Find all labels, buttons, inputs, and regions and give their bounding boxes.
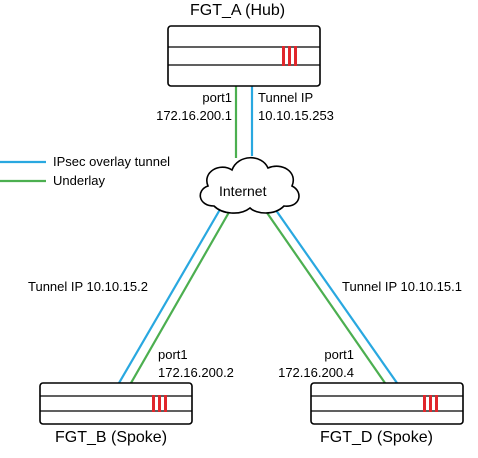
hub-tunnel-label: Tunnel IP xyxy=(258,90,314,105)
fgt-d-title: FGT_D (Spoke) xyxy=(320,429,433,446)
cloud-label: Internet xyxy=(219,183,267,199)
legend-underlay-label: Underlay xyxy=(53,173,106,188)
legend xyxy=(0,160,46,183)
fortinet-logo-icon xyxy=(282,46,297,66)
spoke-d-port-label: port1 xyxy=(324,347,354,362)
fortinet-logo-icon xyxy=(152,395,167,412)
hub-tunnel-ip: 10.10.15.253 xyxy=(258,108,334,123)
spoke-b-ipsec-link xyxy=(118,205,223,384)
fgt-b-device xyxy=(39,382,193,425)
hub-port-label: port1 xyxy=(202,90,232,105)
cloud-shape xyxy=(199,156,300,214)
fgt-a-device xyxy=(167,25,321,87)
spoke-d-ipsec-link xyxy=(272,205,398,384)
fgt-a-title: FGT_A (Hub) xyxy=(190,2,286,19)
spoke-d-tunnel-ip: Tunnel IP 10.10.15.1 xyxy=(342,279,462,294)
hub-port-ip: 172.16.200.1 xyxy=(156,108,232,123)
spoke-b-port-label: port1 xyxy=(158,347,188,362)
spoke-d-port-ip: 172.16.200.4 xyxy=(278,365,354,380)
internet-cloud xyxy=(199,156,300,214)
spoke-b-tunnel-ip: Tunnel IP 10.10.15.2 xyxy=(28,279,148,294)
spoke-d-underlay-link xyxy=(262,206,386,384)
legend-ipsec-label: IPsec overlay tunnel xyxy=(53,154,171,169)
spoke-b-links xyxy=(118,205,233,384)
fortinet-logo-icon xyxy=(423,395,438,412)
hub-links xyxy=(234,86,254,158)
fgt-b-title: FGT_B (Spoke) xyxy=(55,429,168,446)
spoke-d-links xyxy=(262,205,398,384)
spoke-b-underlay-link xyxy=(130,206,233,384)
spoke-b-port-ip: 172.16.200.2 xyxy=(158,365,234,380)
fgt-d-device xyxy=(310,382,464,425)
